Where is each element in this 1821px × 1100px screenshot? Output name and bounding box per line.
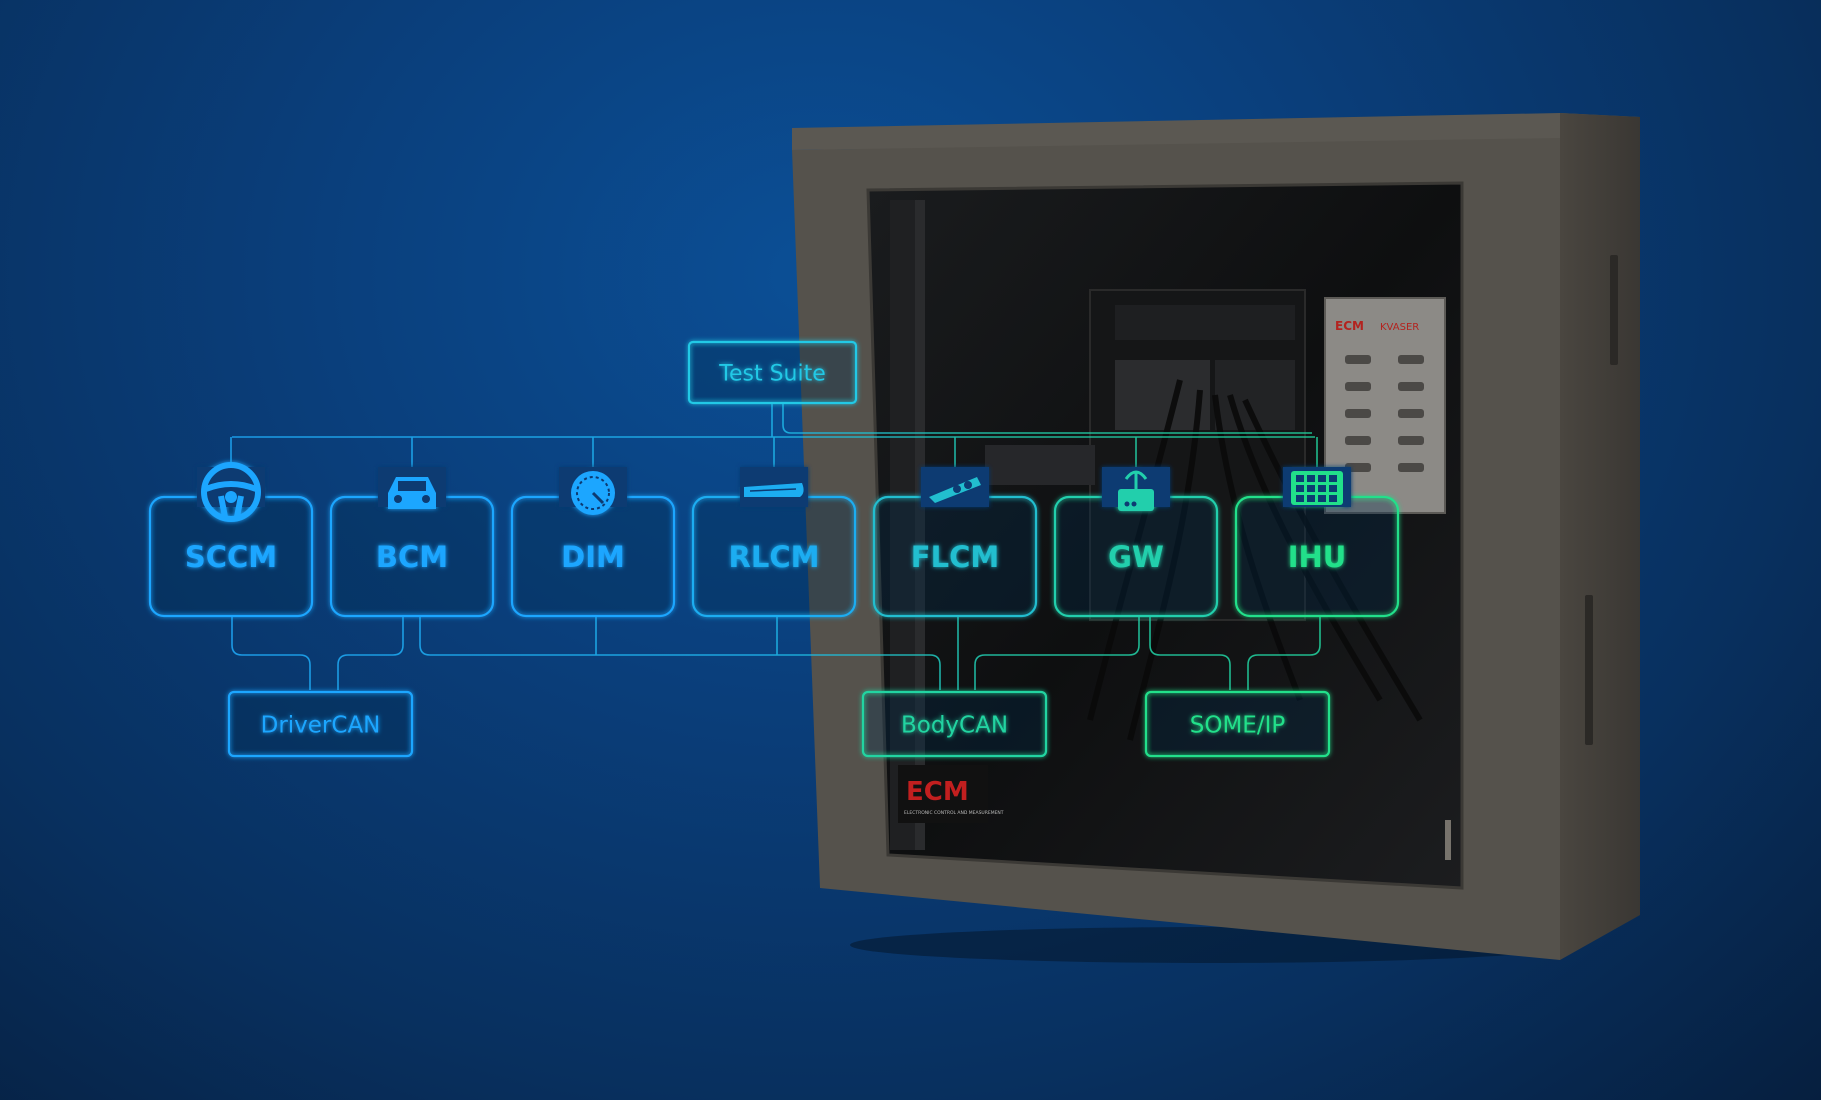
ecu-node-gw-label: GW (1108, 540, 1164, 574)
connector-lines (230, 404, 1321, 690)
bus-node-bodycan-frame (861, 690, 1048, 758)
steering-wheel-icon-part (225, 491, 237, 503)
speedometer-icon-part (591, 491, 605, 505)
speedometer-icon-part (576, 476, 610, 510)
line-top-right-2 (782, 404, 1312, 434)
line-bcm-bodycan (419, 616, 941, 690)
ecu-node-gw: GW (1053, 495, 1219, 618)
ecu-node-dim-label: DIM (561, 540, 625, 574)
bus-node-drivercan: DriverCAN (227, 690, 414, 758)
rear-lamp-icon (740, 467, 808, 507)
line-bcm-drivercan (337, 616, 404, 690)
steering-wheel-icon-part (204, 481, 258, 492)
test-suite-node: Test Suite (687, 340, 858, 405)
test-suite-node-frame (687, 340, 858, 405)
ecu-node-flcm-label: FLCM (911, 540, 999, 574)
steering-wheel-icon-part (218, 495, 244, 518)
bus-node-drivercan-label: DriverCAN (261, 712, 381, 738)
ecu-node-dim: DIM (510, 495, 676, 618)
router-icon-part (1124, 470, 1148, 489)
infotainment-grid-icon-part (1307, 475, 1315, 482)
bus-node-bodycan-label: BodyCAN (901, 712, 1008, 738)
line-gw-someip (1149, 616, 1231, 690)
infotainment-grid-icon (1283, 467, 1351, 507)
ecu-node-rlcm: RLCM (691, 495, 857, 618)
ecu-node-bcm-label: BCM (376, 540, 448, 574)
rear-lamp-icon-part (749, 488, 797, 492)
bus-node-someip: SOME/IP (1144, 690, 1331, 758)
router-icon-part (1124, 501, 1130, 507)
cabinet-logo-bottom: ECM (906, 777, 969, 807)
ecu-node-ihu: IHU (1234, 495, 1400, 618)
router-icon (1102, 467, 1170, 511)
bus-node-someip-frame (1144, 690, 1331, 758)
car-icon-part (398, 481, 426, 491)
infotainment-grid-icon-part (1296, 475, 1304, 482)
cabinet-logo-bottom-sub: ELECTRONIC CONTROL AND MEASUREMENT (904, 810, 1004, 816)
line-gw-bodycan (974, 616, 1140, 690)
infotainment-grid-icon-part (1329, 475, 1337, 482)
infotainment-grid-icon-part (1329, 485, 1337, 492)
ecu-node-bcm: BCM (329, 495, 495, 618)
bus-node-drivercan-frame (227, 690, 414, 758)
front-lamp-icon-part (953, 485, 961, 493)
front-lamp-icon (921, 467, 989, 507)
infotainment-grid-icon-part (1307, 485, 1315, 492)
cabinet-logo-top: ECM (1335, 319, 1364, 333)
infotainment-grid-icon-part (1318, 485, 1326, 492)
bus-node-someip-label: SOME/IP (1190, 712, 1286, 738)
infotainment-grid-icon-part (1329, 495, 1337, 502)
ecu-node-ihu-label: IHU (1288, 540, 1347, 574)
ecu-node-rlcm-label: RLCM (729, 540, 820, 574)
bus-node-bodycan: BodyCAN (861, 690, 1048, 758)
car-icon (378, 467, 446, 509)
router-icon-part (1131, 501, 1137, 507)
infotainment-grid-icon-part (1318, 495, 1326, 502)
steering-wheel-icon-part (201, 462, 261, 522)
test-suite-node-label: Test Suite (718, 361, 826, 386)
ecu-node-flcm: FLCM (872, 495, 1038, 618)
speedometer-icon (559, 467, 627, 515)
line-sccm-drivercan (231, 616, 311, 690)
steering-wheel-icon (197, 462, 265, 522)
infotainment-grid-icon-part (1296, 485, 1304, 492)
router-icon-part (1118, 489, 1154, 511)
ecu-node-sccm: SCCM (148, 495, 314, 618)
front-lamp-icon-part (964, 481, 972, 489)
ecu-node-sccm-label: SCCM (185, 540, 277, 574)
infotainment-grid-icon-part (1318, 475, 1326, 482)
infotainment-grid-icon-part (1296, 495, 1304, 502)
car-icon-part (394, 495, 402, 503)
line-ihu-someip (1247, 616, 1321, 690)
infotainment-grid-icon-part (1307, 495, 1315, 502)
cabinet-logo-partner: KVASER (1380, 322, 1419, 333)
car-icon-part (422, 495, 430, 503)
